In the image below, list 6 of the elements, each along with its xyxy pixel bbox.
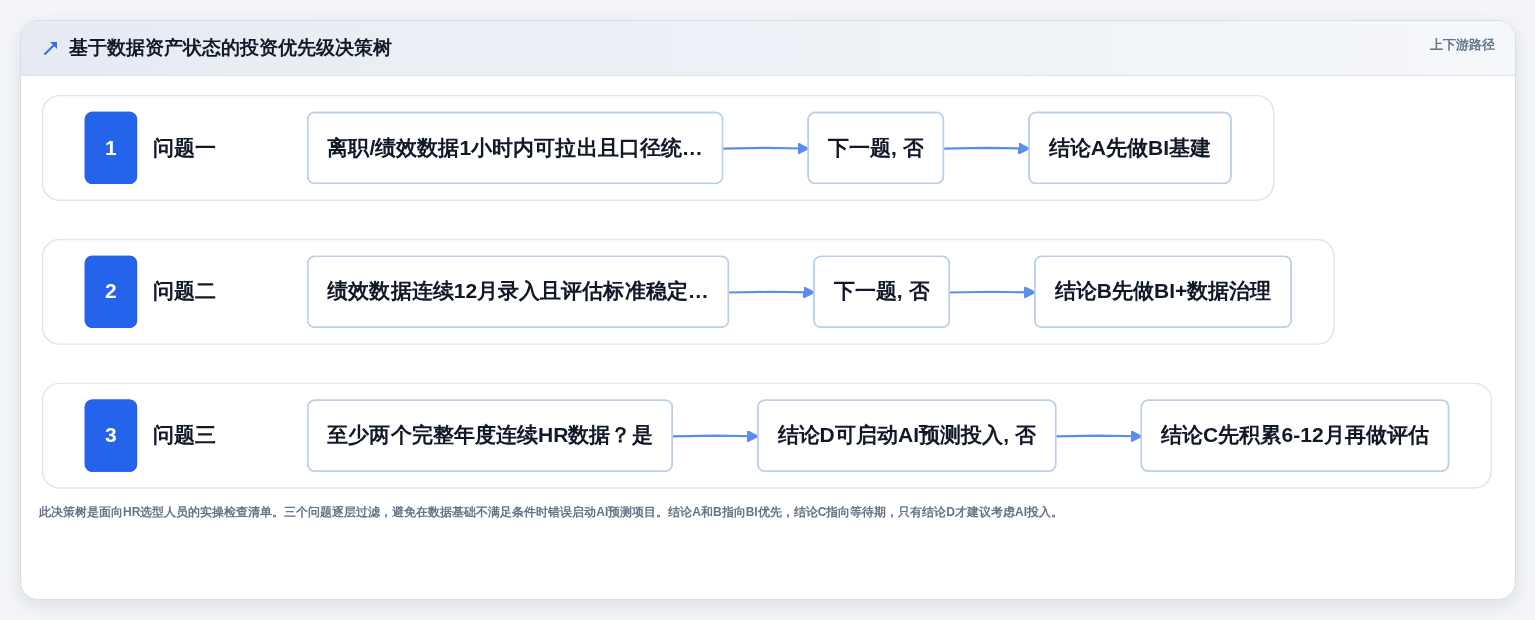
header-note: 上下游路径 (1430, 37, 1495, 52)
cluster (41, 94, 1275, 201)
title: 基于数据资产状态的投资优先级决策树 (69, 36, 392, 60)
cluster (41, 382, 1493, 489)
caption: 此决策树是面向HR选型人员的实操检查清单。三个问题逐层过滤，避免在数据基础不满足条件时错误启动AI预测项目。结论A和B指向BI优先，结论C指向等待期，只有结论D才建议考虑AI投入。 (39, 503, 1064, 521)
cluster (41, 238, 1335, 345)
